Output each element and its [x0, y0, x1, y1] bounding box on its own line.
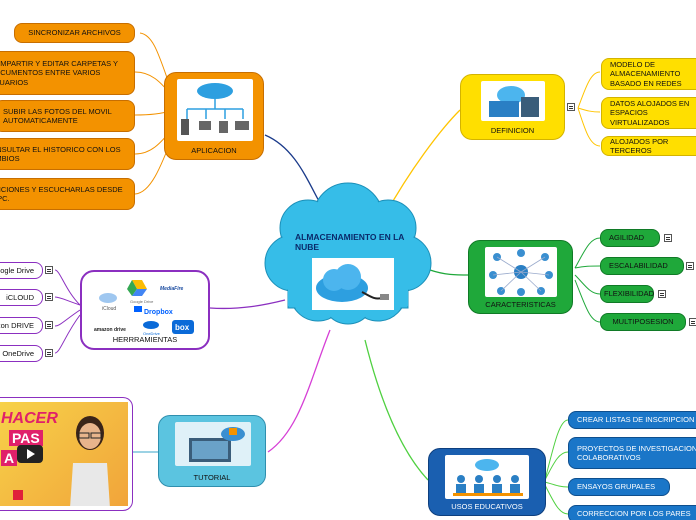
svg-text:OneDrive: OneDrive — [143, 331, 161, 336]
svg-text:iCloud: iCloud — [102, 306, 116, 312]
central-title[interactable]: ALMACENAMIENTO EN LA NUBE — [295, 232, 405, 253]
presenter-figure — [65, 408, 115, 506]
thumbnail-text-3: A — [1, 450, 18, 466]
tool-icloud[interactable]: iCLOUD — [0, 289, 43, 306]
note-icon[interactable] — [686, 262, 694, 270]
badge-icon — [13, 490, 23, 500]
cloud-devices-icon — [481, 81, 545, 121]
svg-text:box: box — [175, 323, 190, 332]
definicion-item-3[interactable]: ALOJADOS POR TERCEROS — [601, 136, 696, 156]
video-play-icon[interactable] — [17, 445, 43, 463]
note-icon[interactable] — [45, 266, 53, 274]
caracteristica-multiposesion[interactable]: MULTIPOSESION — [600, 313, 686, 331]
definicion-item-1[interactable]: MODELO DE ALMACENAMIENTO BASADO EN REDES — [601, 58, 696, 90]
note-icon[interactable] — [689, 318, 696, 326]
tool-amazon-drive[interactable]: Amazon DRIVE — [0, 317, 43, 334]
caracteristica-flexibilidad[interactable]: FLEXIBILIDAD — [600, 285, 654, 303]
aplicacion-item-2[interactable]: COMPARTIR Y EDITAR CARPETAS Y DOCUMENTOS… — [0, 51, 135, 95]
aplicacion-item-4[interactable]: CONSULTAR EL HISTORICO CON LOS CAMBIOS — [0, 138, 135, 170]
uso-item-3[interactable]: ENSAYOS GRUPALES — [568, 478, 670, 496]
caracteristica-escalabilidad[interactable]: ESCALABILIDAD — [600, 257, 684, 275]
usos-label: USOS EDUCATIVOS — [451, 501, 523, 511]
tool-onedrive[interactable]: OneDrive — [0, 345, 43, 362]
herramientas-node[interactable]: Google Drive MediaFire iCloud Dropbox am… — [80, 270, 210, 350]
svg-text:MediaFire: MediaFire — [160, 286, 184, 292]
cloud-cable-icon — [312, 258, 394, 310]
thumbnail-text-2: PAS — [9, 430, 43, 446]
caracteristicas-label: CARACTERISTICAS — [485, 299, 556, 309]
usos-node[interactable]: USOS EDUCATIVOS — [428, 448, 546, 516]
video-thumbnail[interactable]: HACER PAS A — [0, 397, 133, 511]
people-cloud-icon — [445, 455, 529, 499]
aplicacion-label: APLICACION — [191, 145, 237, 155]
cloud-network-icon — [485, 247, 557, 297]
note-icon[interactable] — [45, 349, 53, 357]
aplicacion-item-5[interactable]: CANCIONES Y ESCUCHARLAS DESDE TU PC. — [0, 178, 135, 210]
note-icon[interactable] — [45, 293, 53, 301]
definicion-label: DEFINICION — [490, 125, 535, 135]
cloud-monitor-icon — [175, 422, 251, 466]
definicion-item-2[interactable]: DATOS ALOJADOS EN ESPACIOS VIRTUALIZADOS — [601, 97, 696, 129]
uso-item-1[interactable]: CREAR LISTAS DE INSCRIPCION — [568, 411, 696, 429]
caracteristicas-node[interactable]: CARACTERISTICAS — [468, 240, 573, 314]
herramientas-label: HERRRAMIENTAS — [112, 334, 178, 344]
svg-text:Google Drive: Google Drive — [130, 299, 154, 304]
thumbnail-image: HACER PAS A — [0, 402, 128, 506]
note-icon[interactable] — [567, 103, 575, 111]
note-icon[interactable] — [664, 234, 672, 242]
caracteristica-agilidad[interactable]: AGILIDAD — [600, 229, 660, 247]
svg-text:Dropbox: Dropbox — [144, 309, 173, 316]
aplicacion-node[interactable]: APLICACION — [164, 72, 264, 160]
aplicacion-item-3[interactable]: SUBIR LAS FOTOS DEL MOVIL AUTOMATICAMENT… — [0, 100, 135, 132]
tutorial-node[interactable]: TUTORIAL — [158, 415, 266, 487]
uso-item-4[interactable]: CORRECCION POR LOS PARES — [568, 505, 696, 520]
thumbnail-text-1: HACER — [1, 410, 58, 427]
aplicacion-item-1[interactable]: SINCRONIZAR ARCHIVOS — [14, 23, 135, 43]
storage-logos-icon: Google Drive MediaFire iCloud Dropbox am… — [94, 276, 198, 336]
tool-google-drive[interactable]: Google Drive — [0, 262, 43, 279]
note-icon[interactable] — [45, 321, 53, 329]
network-diagram-icon — [177, 79, 253, 141]
uso-item-2[interactable]: PROYECTOS DE INVESTIGACION COLABORATIVOS — [568, 437, 696, 469]
note-icon[interactable] — [658, 290, 666, 298]
svg-text:amazon drive: amazon drive — [94, 327, 126, 333]
definicion-node[interactable]: DEFINICION — [460, 74, 565, 140]
tutorial-label: TUTORIAL — [193, 472, 231, 482]
